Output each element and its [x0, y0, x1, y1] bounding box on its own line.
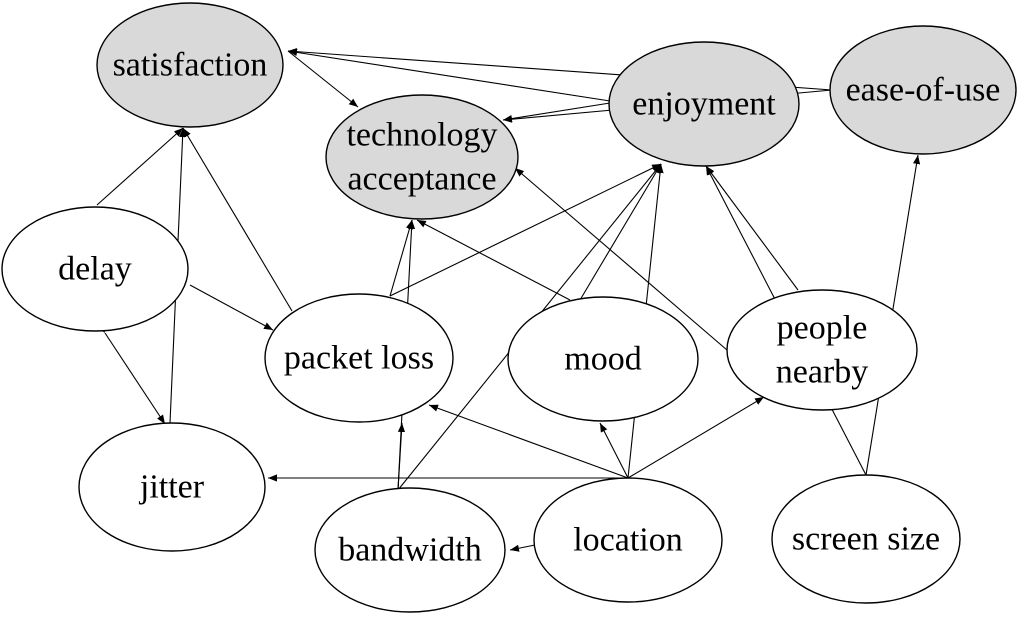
node-people-nearby: people nearby: [726, 289, 918, 411]
node-technology-acceptance-ellipse: [325, 94, 519, 220]
node-screen-size-label: screen size: [792, 521, 940, 558]
node-screen-size: screen size: [771, 474, 961, 604]
node-bandwidth: bandwidth: [314, 487, 506, 613]
node-delay: delay: [1, 206, 189, 332]
node-location: location: [533, 477, 723, 603]
edge-location-to-mood: [599, 422, 629, 479]
edge-people-nearby-to-enjoyment: [705, 165, 799, 291]
edge-delay-to-jitter: [97, 323, 166, 425]
node-jitter: jitter: [78, 422, 266, 552]
node-packet-loss-ellipse: [264, 293, 454, 423]
edge-location-to-packet-loss: [428, 404, 629, 479]
node-packet-loss: packet loss: [264, 293, 454, 423]
node-ease-of-use: ease-of-use: [829, 25, 1017, 155]
edge-delay-to-satisfaction: [96, 127, 184, 206]
node-mood-ellipse: [507, 296, 699, 422]
node-people-nearby-ellipse: [726, 289, 918, 411]
node-packet-loss-label: packet loss: [284, 340, 434, 377]
edge-packet-loss-to-satisfaction: [182, 127, 293, 312]
node-people-nearby-label-line-1: people: [777, 310, 868, 347]
edge-mood-to-technology-acceptance: [416, 219, 571, 301]
node-satisfaction-ellipse: [96, 2, 284, 128]
edge-satisfaction-to-technology-acceptance: [287, 50, 359, 108]
node-location-ellipse: [533, 477, 723, 603]
node-technology-acceptance-label-line-1: technology: [346, 117, 497, 154]
node-technology-acceptance-label-line-2: acceptance: [347, 161, 496, 198]
node-people-nearby-label-line-2: nearby: [776, 354, 869, 391]
node-delay-ellipse: [1, 206, 189, 332]
edge-location-to-bandwidth: [509, 544, 536, 552]
edge-packet-loss-to-enjoyment: [389, 163, 662, 297]
edge-people-nearby-to-technology-acceptance: [514, 167, 728, 351]
node-satisfaction-label: satisfaction: [113, 47, 268, 84]
edge-location-to-people-nearby: [627, 396, 765, 479]
edge-enjoyment-to-technology-acceptance: [502, 102, 611, 123]
node-mood-label: mood: [564, 341, 641, 378]
node-enjoyment-ellipse: [608, 41, 800, 167]
node-enjoyment: enjoyment: [608, 41, 800, 167]
node-location-label: location: [573, 522, 683, 559]
node-bandwidth-ellipse: [314, 487, 506, 613]
node-ease-of-use-ellipse: [829, 25, 1017, 155]
node-enjoyment-label: enjoyment: [632, 86, 776, 123]
edge-delay-to-packet-loss: [189, 284, 274, 331]
edge-enjoyment-to-satisfaction: [287, 48, 611, 102]
edge-packet-loss-to-technology-acceptance: [389, 219, 413, 297]
node-jitter-label: jitter: [139, 469, 205, 506]
node-ease-of-use-label: ease-of-use: [846, 72, 1001, 109]
node-jitter-ellipse: [78, 422, 266, 552]
node-delay-label: delay: [58, 251, 132, 288]
edge-bandwidth-to-packet-loss: [397, 422, 406, 491]
node-screen-size-ellipse: [771, 474, 961, 604]
node-technology-acceptance: technology acceptance: [325, 94, 519, 220]
edge-mood-to-enjoyment: [579, 163, 662, 301]
node-mood: mood: [507, 296, 699, 422]
node-bandwidth-label: bandwidth: [338, 532, 482, 569]
node-satisfaction: satisfaction: [96, 2, 284, 128]
